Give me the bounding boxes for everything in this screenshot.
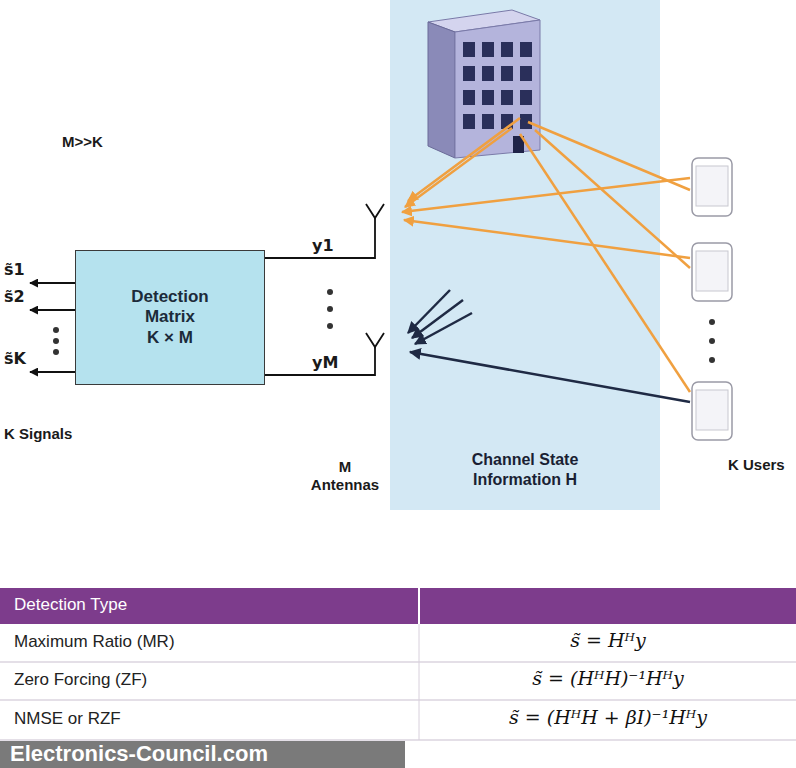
label-slot: s̃ = Hᴴy xyxy=(420,629,796,652)
drawing-part xyxy=(709,338,715,344)
drawing-part xyxy=(709,319,715,325)
drawing-part xyxy=(428,22,455,158)
direct-arrows xyxy=(408,290,690,402)
drawing-part xyxy=(402,178,690,212)
ellipsis-dots xyxy=(709,319,715,363)
table-cell: Zero Forcing (ZF) xyxy=(14,670,147,690)
label-slot: Electronics-Council.com xyxy=(10,741,268,767)
drawing-part xyxy=(418,588,420,624)
drawing-part xyxy=(327,306,333,312)
drawing-part xyxy=(265,347,375,375)
label-slot: NMSE or RZF xyxy=(14,709,121,729)
channel-panel xyxy=(390,0,660,510)
ratio-note: M>>K xyxy=(62,133,103,151)
drawing-part xyxy=(0,699,796,700)
drawing-part xyxy=(692,382,732,440)
formula-cell: s̃ = Hᴴy xyxy=(420,629,796,652)
label-slot: Maximum Ratio (MR) xyxy=(14,632,175,652)
group-label: M Antennas xyxy=(305,458,385,494)
signal-name: yM xyxy=(312,353,338,372)
table-header: Detection Type xyxy=(14,595,127,615)
label-slot: M>>K xyxy=(62,133,103,151)
antenna-wires xyxy=(265,204,384,375)
drawing-part xyxy=(30,371,75,373)
ellipsis-dots xyxy=(53,327,59,355)
channel-panel: Channel State Information H xyxy=(390,0,660,510)
node-title: Channel State Information H xyxy=(445,450,605,490)
group-label: K Signals xyxy=(4,425,72,443)
label-slot: y1 xyxy=(312,236,334,255)
watermark: Electronics-Council.com xyxy=(10,741,268,767)
drawing-part xyxy=(405,128,512,207)
drawing-part xyxy=(53,327,59,333)
drawing-part xyxy=(535,130,690,268)
drawing-part xyxy=(366,333,384,347)
signal-name: y1 xyxy=(312,236,334,255)
drawing-part xyxy=(410,352,690,402)
formula-cell: s̃ = (HᴴH)⁻¹Hᴴy xyxy=(420,667,796,690)
label-slot: s̃1 xyxy=(4,260,25,279)
output-arrows xyxy=(30,283,75,372)
building xyxy=(428,10,540,158)
drawing-part xyxy=(696,251,728,291)
group-label: K Users xyxy=(728,456,785,474)
drawing-part xyxy=(366,204,384,218)
label-slot: M Antennas xyxy=(305,458,385,494)
drawing-part xyxy=(0,661,796,662)
user-phone xyxy=(692,243,732,301)
label-slot: s̃ = (HᴴH + βI)⁻¹Hᴴy xyxy=(420,706,796,729)
label-slot: s̃ = (HᴴH)⁻¹Hᴴy xyxy=(420,667,796,690)
signal-name: s̃1 xyxy=(4,260,25,279)
drawing-part xyxy=(463,42,539,132)
drawing-part xyxy=(692,158,732,216)
watermark-band xyxy=(0,741,405,768)
node-text: K × M xyxy=(147,328,193,348)
drawing-part xyxy=(0,588,796,624)
drawing-part xyxy=(696,390,728,430)
user-phone xyxy=(692,158,732,216)
label-slot: s̃2 xyxy=(4,287,25,306)
node-title: Detection Matrix xyxy=(115,287,225,328)
label-slot: s̃K xyxy=(4,349,26,368)
signal-name: s̃2 xyxy=(4,287,25,306)
multipath-arrows xyxy=(402,118,690,392)
user-phone xyxy=(692,382,732,440)
drawing-part xyxy=(692,243,732,301)
drawing-part xyxy=(53,349,59,355)
drawing-part xyxy=(408,118,520,201)
label-slot: Zero Forcing (ZF) xyxy=(14,670,147,690)
formula-cell: s̃ = (HᴴH + βI)⁻¹Hᴴy xyxy=(420,706,796,729)
drawing-part xyxy=(520,134,690,392)
drawing-part xyxy=(415,313,472,344)
drawing-part xyxy=(327,289,333,295)
drawing-part xyxy=(709,357,715,363)
drawing-part xyxy=(404,220,690,258)
table-cell: Maximum Ratio (MR) xyxy=(14,632,175,652)
process-box: Detection MatrixK × M xyxy=(75,250,265,385)
label-slot: yM xyxy=(312,353,338,372)
drawing-part xyxy=(53,338,59,344)
signal-name: s̃K xyxy=(4,349,26,368)
detection-table xyxy=(0,588,796,740)
ellipsis-dots xyxy=(327,289,333,329)
drawing-part xyxy=(419,624,420,740)
label-slot: K Signals xyxy=(4,425,72,443)
drawing-part xyxy=(327,323,333,329)
drawing-part xyxy=(0,739,796,740)
drawing-part xyxy=(528,122,690,190)
table-cell: NMSE or RZF xyxy=(14,709,121,729)
label-slot: Detection Type xyxy=(14,595,127,615)
drawing-part xyxy=(30,309,75,311)
drawing-part xyxy=(696,166,728,206)
label-slot: K Users xyxy=(728,456,785,474)
drawing-part xyxy=(30,282,75,284)
drawing-part xyxy=(265,218,375,258)
